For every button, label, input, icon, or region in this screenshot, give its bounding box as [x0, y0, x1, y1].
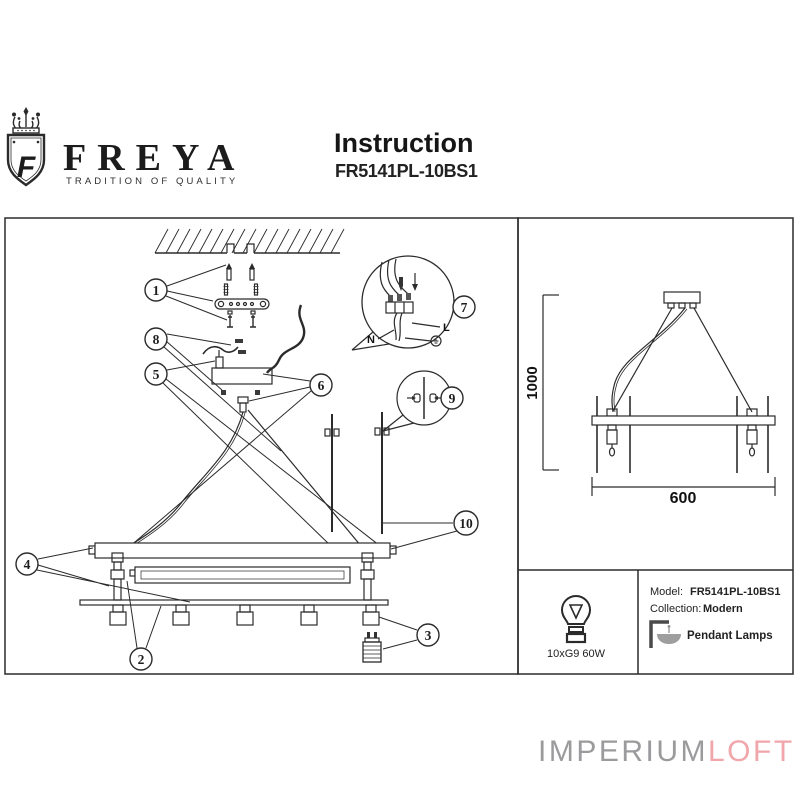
bulb-icon [560, 595, 592, 644]
model-number: FR5141PL-10BS1 [335, 161, 478, 181]
watermark-imperium: IMPERIUM [538, 735, 708, 768]
wiring-detail-bubble: N L [351, 255, 455, 351]
mains-wire [265, 304, 306, 374]
svg-text:F: F [17, 151, 36, 184]
callout-5: 5 [153, 367, 160, 382]
upper-bar [94, 542, 391, 559]
cord-grip [237, 396, 249, 404]
bulb-spec-text: 10xG9 60W [546, 648, 606, 660]
callout-8: 8 [153, 332, 160, 347]
canopy-screw-icon [227, 315, 256, 328]
callout-6: 6 [318, 378, 325, 393]
spec-model-value: FR5141PL-10BS1 [690, 586, 781, 598]
spec-collection-value: Modern [703, 603, 743, 615]
spec-collection-label: Collection: [650, 603, 702, 615]
brand-wordmark: FREYA [63, 137, 246, 179]
brand-tagline: TRADITION OF QUALITY [66, 176, 239, 187]
panel-frames [4, 217, 794, 675]
height-value: 1000 [524, 366, 541, 399]
spec-model-label: Model: [650, 586, 684, 598]
callout-3: 3 [425, 628, 432, 643]
terminal-block [385, 301, 414, 314]
screw-icon [223, 283, 259, 296]
cable-post [110, 552, 375, 601]
lamp-holders [109, 604, 380, 626]
callout-2: 2 [138, 652, 145, 667]
side-post [215, 356, 224, 369]
mounting-hardware [214, 263, 270, 328]
callout-1: 1 [153, 283, 160, 298]
holder-side-view [606, 424, 758, 457]
mounting-bracket [214, 298, 270, 315]
cord-wire [202, 345, 239, 355]
lamp-bar-side-view [591, 415, 776, 426]
dimension-panel-border [517, 217, 794, 675]
watermark: IMPERIUMLOFT [538, 735, 795, 769]
dimension-drawing: 1000 600 [524, 291, 776, 507]
callout-balloons: 1 8 5 6 7 9 10 4 2 3 [15, 278, 479, 671]
callout-7: 7 [461, 300, 468, 315]
pendant-lamp-icon [649, 620, 681, 648]
height-dimension: 1000 [524, 294, 559, 471]
crown-icon [12, 107, 40, 134]
ceiling-canopy [211, 367, 273, 385]
callout-10: 10 [459, 516, 473, 531]
neutral-label: N [367, 334, 375, 346]
callout-9: 9 [449, 391, 456, 406]
width-dimension: 600 [591, 477, 776, 507]
g9-bulb-icon [362, 632, 382, 663]
canopy-assembly [202, 304, 306, 413]
freya-crest-icon: F [6, 107, 46, 187]
ground-icon [404, 335, 442, 347]
decorative-rods [324, 412, 390, 534]
live-label: L [443, 322, 450, 334]
bottom-rail [79, 599, 389, 606]
ceiling-hatch [154, 228, 345, 254]
width-value: 600 [670, 490, 697, 507]
callout-4: 4 [24, 557, 31, 572]
spec-category: Pendant Lamps [687, 630, 773, 642]
lamp-frame [79, 542, 397, 663]
watermark-loft: LOFT [708, 735, 795, 768]
leader-lines [36, 264, 458, 650]
lower-bar [134, 566, 351, 584]
page-title: Instruction [334, 128, 474, 158]
wall-anchor-icon [226, 263, 255, 281]
canopy-side-view [663, 291, 701, 304]
